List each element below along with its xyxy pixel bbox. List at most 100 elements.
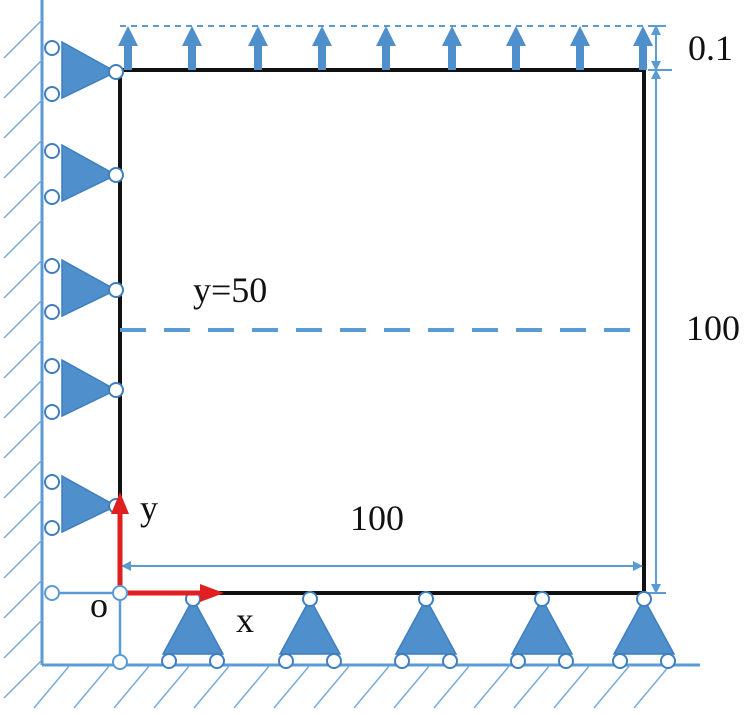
load-arrow xyxy=(442,26,462,70)
top-tension-load xyxy=(118,26,653,70)
wall-hatch-line xyxy=(3,659,43,699)
support-pin xyxy=(302,591,318,607)
wall-hatch-line xyxy=(3,459,43,499)
ground-hatch-line xyxy=(273,664,311,709)
roller-wheel xyxy=(44,520,60,536)
ground-hatch-line xyxy=(233,664,271,709)
roller-wheel xyxy=(209,653,225,669)
x-axis-arrowhead xyxy=(200,584,224,602)
origin-wall-pin xyxy=(44,585,60,601)
roller-wheel xyxy=(44,258,60,274)
ground-hatch-line xyxy=(593,664,631,709)
load-arrow xyxy=(312,26,332,70)
roller-wheel xyxy=(44,189,60,205)
roller-wheel xyxy=(44,40,60,56)
right-dimension-label: 100 xyxy=(686,308,740,348)
ground-hatch-line xyxy=(553,664,591,709)
origin-label: o xyxy=(90,585,108,625)
load-arrow xyxy=(633,26,653,70)
roller-wheel xyxy=(44,358,60,374)
origin-pin xyxy=(112,585,128,601)
load-arrow xyxy=(570,26,590,70)
left-fixed-wall xyxy=(3,0,44,699)
bottom-roller-support xyxy=(394,591,458,669)
roller-wheel xyxy=(278,653,294,669)
roller-wheel xyxy=(44,474,60,490)
support-pin xyxy=(108,64,124,80)
x-axis-label: x xyxy=(236,600,254,640)
left-roller-support xyxy=(44,474,124,536)
coordinate-axes xyxy=(111,492,224,602)
bottom-roller-supports xyxy=(161,591,676,669)
support-pin xyxy=(108,382,124,398)
wall-hatch-line xyxy=(3,499,43,539)
load-arrow xyxy=(182,26,202,70)
y-axis-label: y xyxy=(140,488,158,528)
roller-wheel xyxy=(326,653,342,669)
wall-hatch-line xyxy=(3,19,43,59)
support-pin xyxy=(108,282,124,298)
ground-hatch-line xyxy=(513,664,551,709)
ground-fixed-base xyxy=(33,663,700,709)
wall-hatch-line xyxy=(3,379,43,419)
roller-wheel xyxy=(44,143,60,159)
origin-pin-link xyxy=(52,591,122,662)
roller-wheel xyxy=(612,653,628,669)
top-dimension-label: 0.1 xyxy=(688,28,733,68)
support-pin xyxy=(636,591,652,607)
right-height-dimension xyxy=(646,69,666,594)
wall-hatch-line xyxy=(3,259,43,299)
roller-wheel xyxy=(660,653,676,669)
load-arrow xyxy=(248,26,268,70)
support-pin xyxy=(534,591,550,607)
ground-hatch-line xyxy=(633,664,671,709)
load-arrow xyxy=(376,26,396,70)
support-pin xyxy=(418,591,434,607)
roller-wheel xyxy=(44,404,60,420)
roller-wheel xyxy=(161,653,177,669)
ground-hatch-line xyxy=(393,664,431,709)
roller-wheel xyxy=(44,86,60,102)
wall-hatch-line xyxy=(3,619,43,659)
wall-hatch-line xyxy=(3,579,43,619)
ground-hatch-line xyxy=(353,664,391,709)
wall-hatch-line xyxy=(3,179,43,219)
roller-wheel xyxy=(510,653,526,669)
load-arrow xyxy=(118,26,138,70)
ground-hatch-line xyxy=(73,664,111,709)
bottom-roller-support xyxy=(161,591,225,669)
load-arrow xyxy=(506,26,526,70)
ground-hatch-line xyxy=(153,664,191,709)
left-roller-supports xyxy=(44,40,124,536)
roller-wheel xyxy=(442,653,458,669)
ground-hatch-line xyxy=(33,664,71,709)
bottom-roller-support xyxy=(510,591,574,669)
wall-hatch-line xyxy=(3,59,43,99)
left-roller-support xyxy=(44,40,124,102)
ground-hatch-line xyxy=(113,664,151,709)
wall-hatch-line xyxy=(3,139,43,179)
centerline-label: y=50 xyxy=(193,270,267,310)
ground-hatch-line xyxy=(313,664,351,709)
left-roller-support xyxy=(44,358,124,420)
ground-hatch-line xyxy=(473,664,511,709)
top-thickness-dimension xyxy=(648,25,672,71)
roller-wheel xyxy=(394,653,410,669)
y-axis-arrowhead xyxy=(111,492,129,514)
wall-hatch-line xyxy=(3,419,43,459)
wall-hatch-line xyxy=(3,99,43,139)
ground-hatch-line xyxy=(193,664,231,709)
bottom-roller-support xyxy=(278,591,342,669)
bottom-roller-support xyxy=(612,591,676,669)
bottom-dimension-label: 100 xyxy=(350,498,404,538)
origin-ground-pin xyxy=(112,654,128,670)
roller-wheel xyxy=(558,653,574,669)
roller-wheel xyxy=(44,304,60,320)
support-pin xyxy=(108,167,124,183)
ground-hatch-line xyxy=(433,664,471,709)
wall-hatch-line xyxy=(3,219,43,259)
left-roller-support xyxy=(44,143,124,205)
wall-hatch-line xyxy=(3,299,43,339)
